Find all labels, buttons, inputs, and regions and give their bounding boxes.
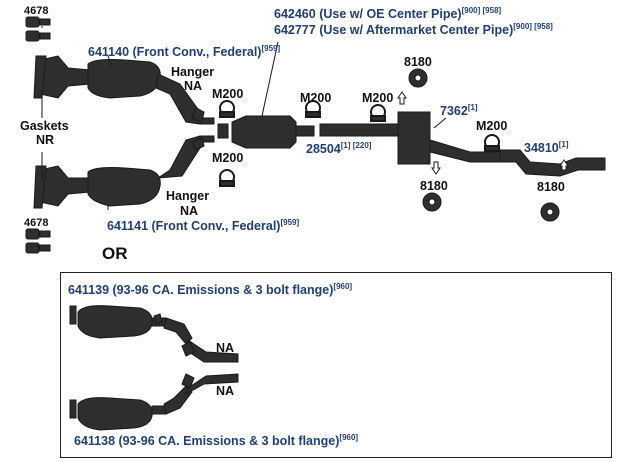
or-label: OR (102, 244, 128, 263)
front-converter-upper[interactable] (39, 55, 201, 125)
label-clamp-lower-left[interactable]: M200 (212, 151, 244, 165)
part-number: 642777 (274, 23, 316, 37)
bolt-icon-group-bottom (25, 228, 51, 254)
label-gaskets: Gaskets (20, 119, 69, 133)
part-ref: [959] (261, 43, 281, 53)
leader-lines (41, 26, 447, 210)
clamp-icon-upper-left (219, 100, 235, 118)
hanger-icon-bottom-right-1 (422, 192, 442, 212)
label-hanger-top-na: NA (184, 79, 203, 93)
bolt-icon-group-top (25, 16, 51, 42)
clamp-icon-right (484, 134, 500, 152)
front-converter-lower[interactable] (39, 135, 201, 207)
part-number: 641141 (107, 219, 149, 233)
part-ref: [1] (467, 102, 478, 112)
label-hanger-8180-top[interactable]: 8180 (404, 55, 432, 69)
bolt-part-number-top[interactable]: 4678 (24, 5, 49, 17)
part-ref: [900] [958] (513, 21, 553, 31)
part-number: 642460 (274, 7, 316, 21)
label-hanger-8180-bottom-1[interactable]: 8180 (420, 179, 448, 193)
label-front-conv-top[interactable]: 641140 (Front Conv., Federal)[959] (88, 43, 281, 59)
label-inset-top-conv[interactable]: 641139 (93-96 CA. Emissions & 3 bolt fla… (68, 281, 353, 297)
label-inset-bottom-conv[interactable]: 641138 (93-96 CA. Emissions & 3 bolt fla… (74, 432, 359, 448)
part-desc: (Front Conv., Federal) (132, 45, 262, 59)
gasket-icon-lower (33, 165, 47, 209)
part-desc: (93-96 CA. Emissions & 3 bolt flange) (118, 434, 340, 448)
label-front-conv-bottom[interactable]: 641141 (Front Conv., Federal)[959] (107, 217, 300, 233)
hanger-icon-top-right (408, 68, 428, 88)
center-converter[interactable] (231, 115, 315, 149)
part-ref: [960] (333, 281, 353, 291)
part-ref: [900] [958] (461, 5, 502, 15)
muffler[interactable] (397, 111, 501, 165)
arrow-down-icon (431, 161, 441, 175)
part-desc: (Front Conv., Federal) (151, 219, 281, 233)
clamp-icon-center-1 (305, 100, 321, 118)
label-clamp-center-1[interactable]: M200 (300, 91, 332, 105)
label-intermediate-pipe[interactable]: 28504[1] [220] (306, 140, 372, 156)
part-number: 34810 (524, 141, 559, 155)
part-ref: [1] (558, 139, 569, 149)
label-hanger-bottom-na: NA (180, 204, 199, 218)
y-pipe-junction (191, 107, 229, 151)
label-muffler[interactable]: 7362[1] (440, 102, 478, 118)
label-inset-na-bottom: NA (216, 384, 235, 398)
label-clamp-upper-left[interactable]: M200 (212, 87, 244, 101)
label-hanger-8180-bottom-2[interactable]: 8180 (537, 180, 565, 194)
intermediate-pipe[interactable] (319, 123, 399, 137)
label-clamp-center-2[interactable]: M200 (362, 91, 394, 105)
california-emissions-inset (60, 272, 612, 458)
label-tailpipe[interactable]: 34810[1] (524, 139, 569, 155)
label-clamp-right[interactable]: M200 (476, 119, 508, 133)
part-number: 7362 (440, 104, 468, 118)
arrow-up-icon (397, 91, 569, 171)
part-desc: (Use w/ OE Center Pipe) (319, 7, 462, 21)
label-center-pipe-oe[interactable]: 642460 (Use w/ OE Center Pipe)[900] [958… (274, 5, 502, 21)
clamp-icon-center-2 (370, 104, 386, 122)
part-desc: (93-96 CA. Emissions & 3 bolt flange) (112, 283, 334, 297)
part-number: 641140 (88, 45, 130, 59)
inset-converter-upper[interactable] (69, 305, 193, 345)
part-ref: [1] [220] (340, 140, 372, 150)
label-hanger-bottom: Hanger (166, 189, 210, 203)
part-ref: [960] (339, 432, 359, 442)
label-hanger-top: Hanger (171, 65, 215, 79)
label-center-pipe-aftermarket[interactable]: 642777 (Use w/ Aftermarket Center Pipe)[… (274, 21, 553, 37)
label-gaskets-nr: NR (36, 133, 55, 147)
inset-y-pipe (181, 339, 239, 396)
label-inset-na-top: NA (216, 341, 235, 355)
part-number: 641139 (68, 283, 110, 297)
part-ref: [959] (280, 217, 300, 227)
bolt-part-number-bottom[interactable]: 4678 (24, 217, 49, 229)
part-number: 641138 (74, 434, 116, 448)
part-number: 28504 (306, 142, 341, 156)
clamp-icon-lower-left (219, 169, 235, 187)
tailpipe[interactable] (499, 149, 606, 177)
part-desc: (Use w/ Aftermarket Center Pipe) (319, 23, 514, 37)
hanger-icon-bottom-right-2 (540, 202, 560, 222)
